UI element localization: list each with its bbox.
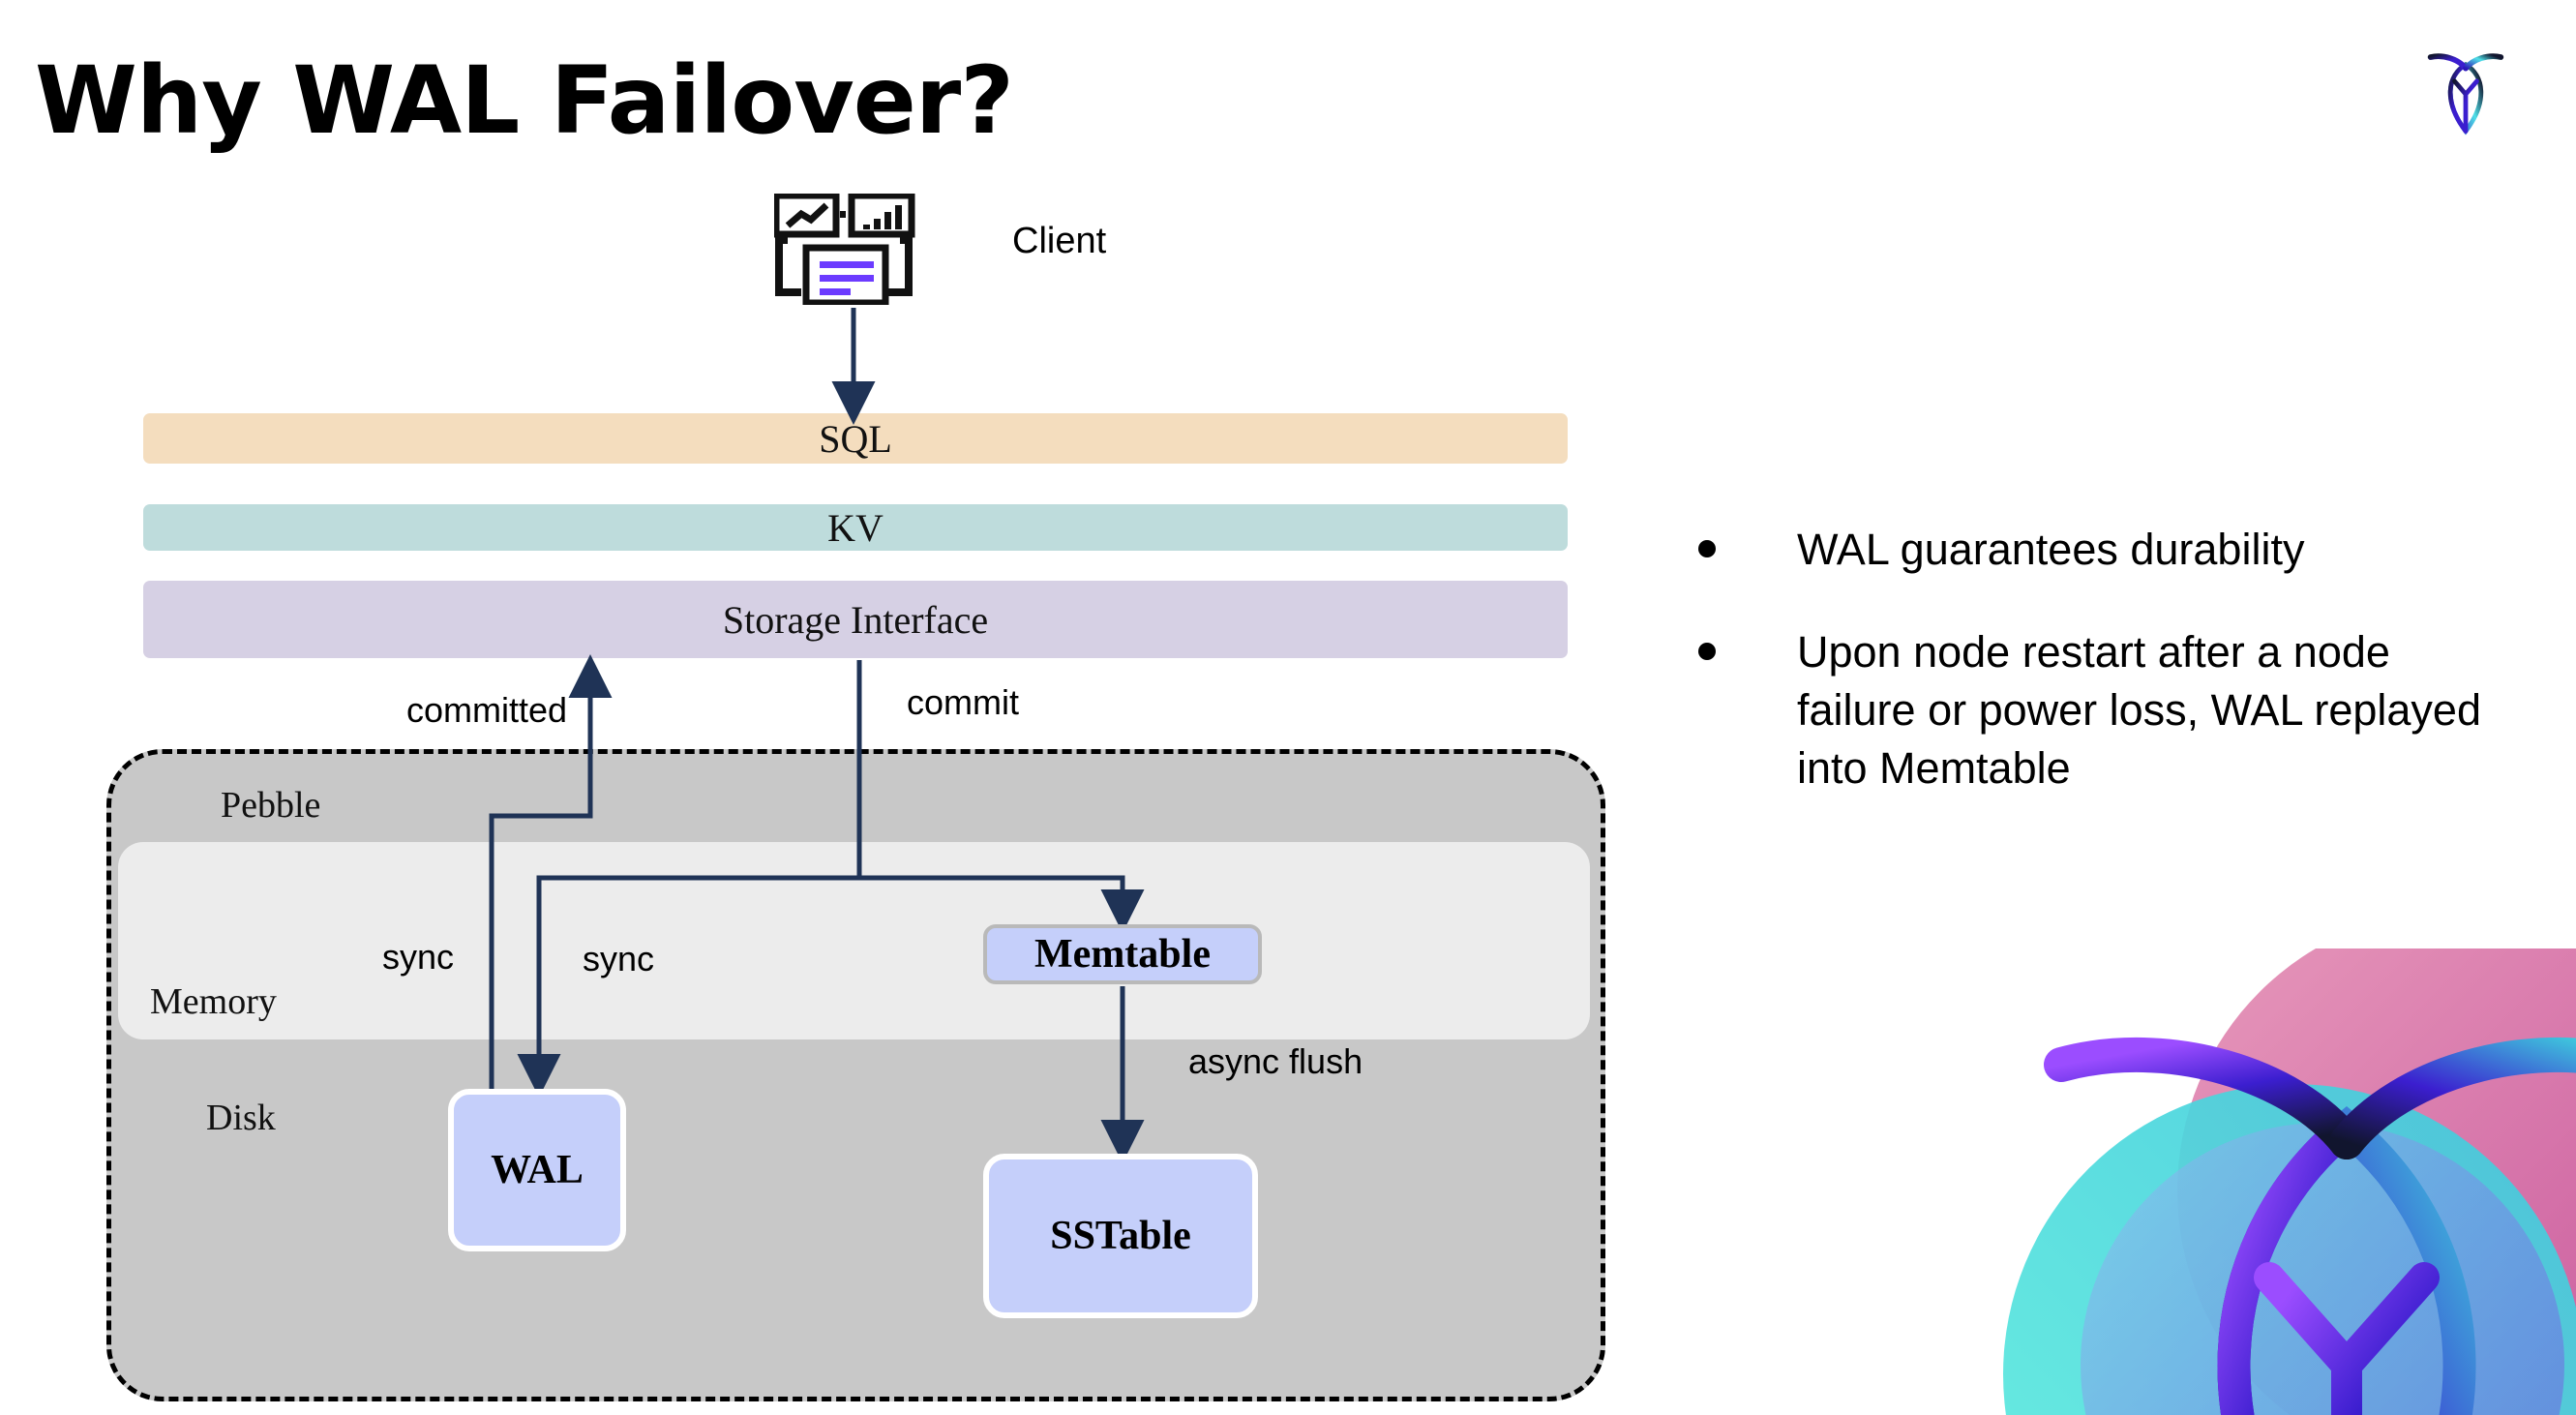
list-item: WAL guarantees durability	[1698, 521, 2482, 579]
edge-label-async-flush: async flush	[1188, 1041, 1363, 1081]
bullet-text: Upon node restart after a node failure o…	[1797, 626, 2481, 793]
node-label-memtable: Memtable	[1034, 932, 1211, 977]
client-label: Client	[1012, 221, 1107, 261]
edge-label-commit: commit	[907, 682, 1019, 722]
layer-bar-sql: SQL	[143, 413, 1568, 464]
layer-label-storage-interface: Storage Interface	[722, 597, 989, 642]
node-wal: WAL	[448, 1089, 626, 1251]
layer-bar-storage-interface: Storage Interface	[143, 581, 1568, 658]
bullet-text: WAL guarantees durability	[1797, 525, 2305, 574]
node-label-wal: WAL	[491, 1148, 584, 1192]
decorative-brand-graphic	[2003, 948, 2576, 1415]
edge-label-committed: committed	[406, 690, 568, 730]
notes-bullet-list: WAL guarantees durability Upon node rest…	[1698, 521, 2482, 841]
layer-bar-kv: KV	[143, 504, 1568, 551]
list-item: Upon node restart after a node failure o…	[1698, 623, 2482, 798]
memory-region	[118, 842, 1590, 1039]
pebble-label: Pebble	[221, 785, 321, 826]
layer-label-kv: KV	[827, 505, 884, 550]
disk-label: Disk	[206, 1098, 276, 1138]
page-title: Why WAL Failover?	[35, 46, 1014, 155]
edge-label-sync-left: sync	[382, 937, 455, 977]
layer-label-sql: SQL	[819, 416, 892, 461]
cockroachdb-logo-icon	[2427, 53, 2504, 135]
bullet-dot-icon	[1698, 540, 1716, 557]
node-sstable: SSTable	[983, 1154, 1258, 1318]
node-memtable: Memtable	[983, 924, 1262, 984]
node-label-sstable: SSTable	[1050, 1214, 1191, 1258]
memory-label: Memory	[150, 981, 277, 1022]
bullet-dot-icon	[1698, 642, 1716, 660]
client-dashboard-icon	[774, 194, 915, 305]
edge-label-sync-right: sync	[583, 939, 655, 978]
